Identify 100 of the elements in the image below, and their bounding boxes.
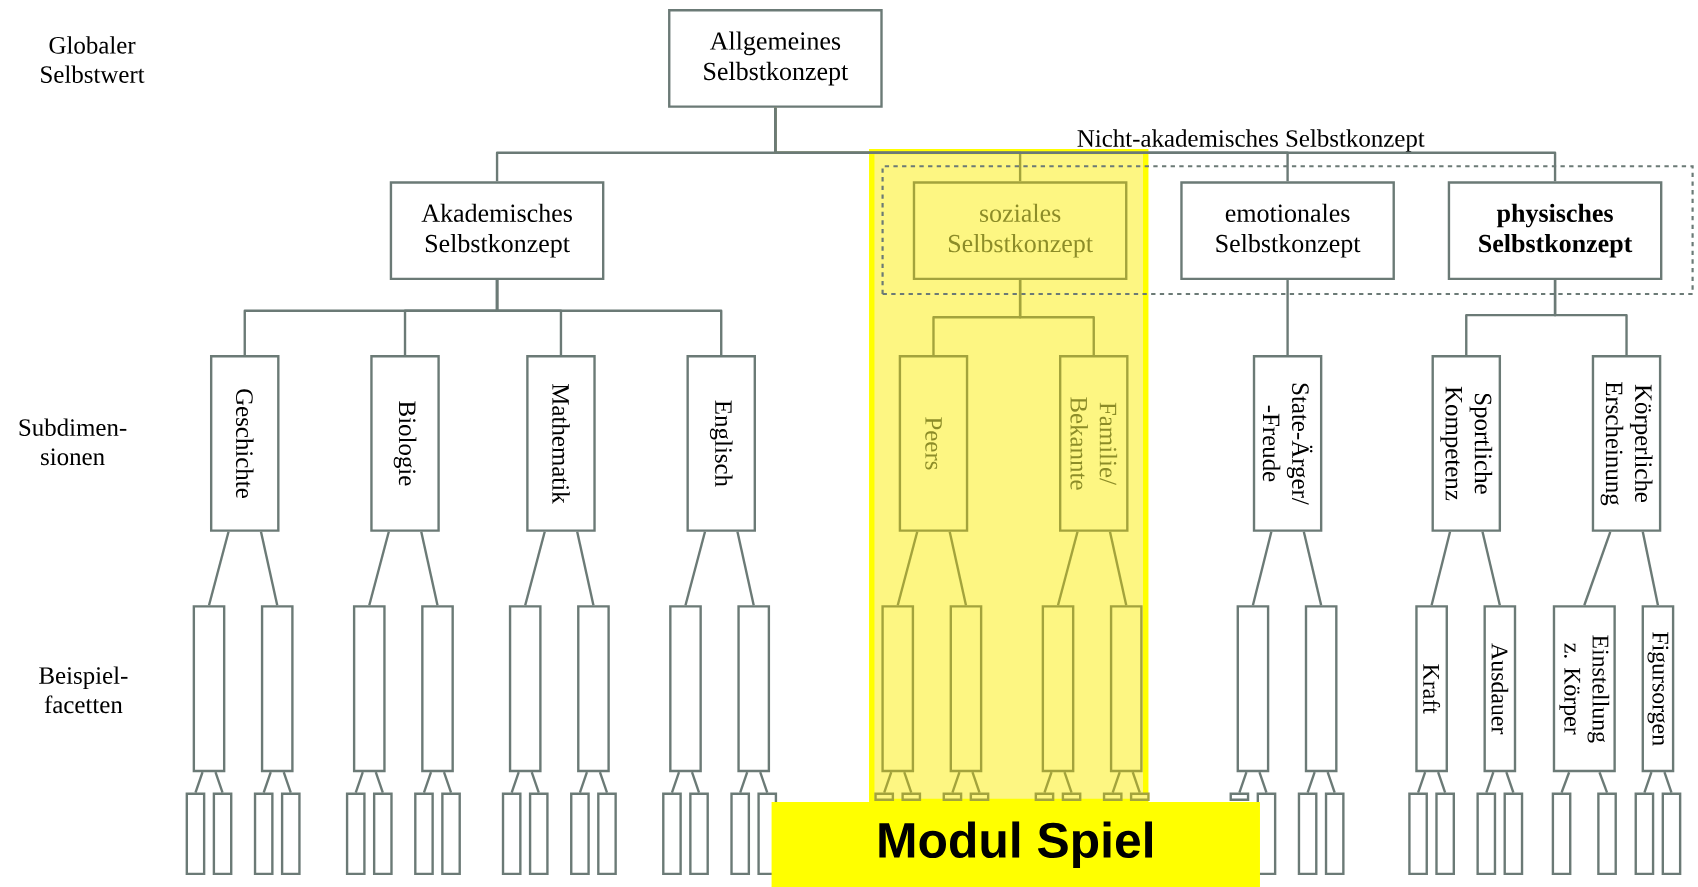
connector-line xyxy=(1663,771,1673,793)
facet-box xyxy=(1304,605,1338,773)
node-label: Nicht-akademisches Selbstkonzept xyxy=(1077,129,1425,152)
connector-line xyxy=(420,531,439,606)
concept-box: Allgemeines Selbstkonzept xyxy=(668,9,883,108)
connector-line xyxy=(524,531,546,606)
connector-line xyxy=(774,107,1557,182)
facet-box xyxy=(901,792,922,801)
connector-line xyxy=(1481,531,1501,606)
connector-line xyxy=(1043,771,1053,793)
facet-box xyxy=(345,792,366,876)
dimension-box: Familie/ Bekannte xyxy=(1059,355,1129,532)
connector-line xyxy=(578,771,589,793)
facet-box xyxy=(1435,792,1455,876)
facet-box xyxy=(1129,792,1150,801)
facet-box xyxy=(260,605,294,773)
facet-box xyxy=(192,605,226,773)
connector-line xyxy=(1302,531,1323,606)
facet-box xyxy=(730,792,751,876)
connector-line xyxy=(1430,531,1452,606)
dimension-box: State-Ärger/ -Freude xyxy=(1252,355,1323,532)
connector-line xyxy=(1416,771,1427,793)
dimension-box: Englisch xyxy=(686,355,756,532)
row-label: Beispiel- facetten xyxy=(39,666,128,714)
facet-box xyxy=(1597,792,1617,876)
connector-line xyxy=(214,771,224,793)
facet-box xyxy=(280,792,301,876)
connector-line xyxy=(262,771,272,793)
facet-box xyxy=(689,792,709,876)
connector-line xyxy=(1485,771,1495,793)
facet-box xyxy=(597,792,617,876)
connector-line xyxy=(883,771,893,793)
connector-line xyxy=(576,531,595,606)
connector-line xyxy=(948,531,968,606)
connector-line xyxy=(971,771,981,793)
facet-box xyxy=(414,792,434,876)
connector-line xyxy=(1306,771,1316,793)
facet-box xyxy=(352,605,386,773)
facet-box xyxy=(212,792,233,876)
connector-line xyxy=(598,771,609,793)
facet-box xyxy=(508,605,542,773)
facet-box: Figursorgen xyxy=(1641,605,1675,773)
connector-line xyxy=(1286,280,1289,356)
facet-box xyxy=(1229,792,1250,801)
facet-box xyxy=(1109,605,1143,773)
connector-line xyxy=(1553,280,1628,356)
connector-line xyxy=(1131,771,1141,793)
facet-box xyxy=(577,605,610,773)
facet-box xyxy=(421,605,454,773)
connector-line xyxy=(684,531,707,606)
facet-box xyxy=(1324,792,1345,876)
facet-box xyxy=(969,792,990,801)
facet-box xyxy=(874,792,895,801)
concept-box: soziales Selbstkonzept xyxy=(912,181,1128,281)
connector-line xyxy=(1238,771,1248,793)
connector-line xyxy=(1018,280,1095,356)
connector-line xyxy=(1505,771,1515,793)
connector-line xyxy=(442,771,453,793)
connector-line xyxy=(1583,531,1612,606)
facet-box xyxy=(1102,792,1123,801)
facet-box xyxy=(1408,792,1428,876)
connector-line xyxy=(422,771,433,793)
connector-line xyxy=(1641,531,1660,606)
facet-box xyxy=(372,792,393,876)
facet-box xyxy=(1061,792,1082,801)
facet-box xyxy=(1476,792,1497,876)
connector-line xyxy=(259,531,279,606)
connector-line xyxy=(530,771,540,793)
facet-box xyxy=(1634,792,1655,876)
connector-line xyxy=(951,771,961,793)
facet-box xyxy=(253,792,274,876)
facet-box: Kraft xyxy=(1415,605,1448,773)
connector-line xyxy=(510,771,520,793)
facet-box xyxy=(441,792,461,876)
connector-line xyxy=(495,280,723,356)
connector-line xyxy=(1056,531,1079,606)
connector-line xyxy=(1111,771,1121,793)
module-banner: Modul Spiel xyxy=(771,801,1260,887)
facet-box xyxy=(1661,792,1682,876)
dimension-box: Körperliche Erscheinung xyxy=(1591,355,1662,532)
connector-line xyxy=(207,531,230,606)
connector-line xyxy=(896,531,919,606)
dimension-box: Sportliche Kompetenz xyxy=(1431,355,1502,532)
connector-line xyxy=(1251,531,1273,606)
connector-line xyxy=(194,771,204,793)
facet-box xyxy=(1297,792,1318,876)
connector-line xyxy=(374,771,384,793)
connector-line xyxy=(1063,771,1073,793)
facet-box xyxy=(662,792,682,876)
connector-line xyxy=(690,771,701,793)
connector-line xyxy=(1560,771,1571,794)
connector-line xyxy=(736,531,755,606)
connector-line xyxy=(1437,771,1447,793)
row-label: Subdimen- sionen xyxy=(19,418,127,466)
connector-line xyxy=(1598,771,1609,794)
facet-box: Ausdauer xyxy=(1483,605,1517,773)
facet-box xyxy=(528,792,549,876)
connector-line xyxy=(282,771,292,793)
facet-box xyxy=(1034,792,1055,801)
row-label: Globaler Selbstwert xyxy=(41,36,145,83)
